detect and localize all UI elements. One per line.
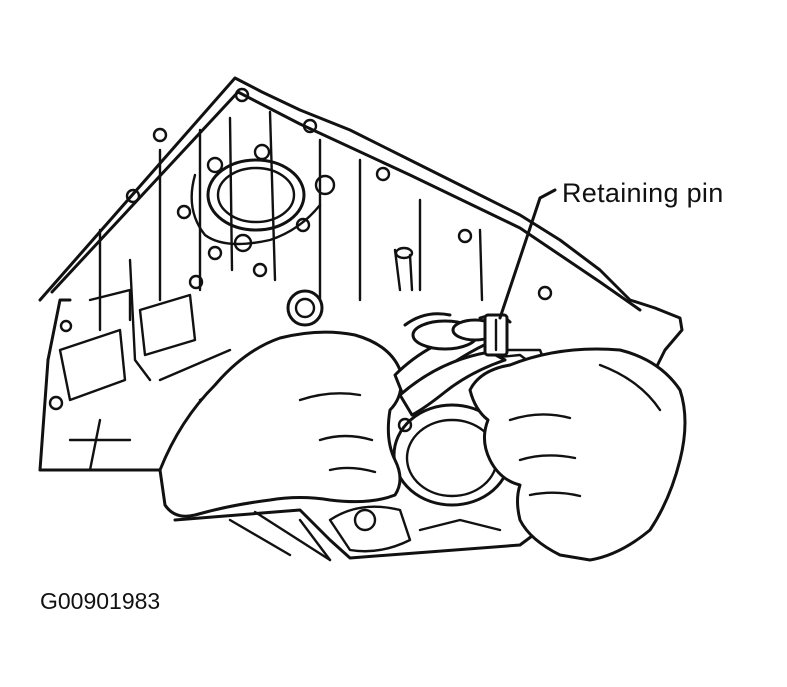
transmission-case <box>38 76 684 562</box>
right-hand <box>468 347 687 562</box>
retaining-pin <box>483 313 509 357</box>
left-hand <box>158 330 403 518</box>
figure-code: G00901983 <box>40 588 161 614</box>
callout-label-retaining-pin: Retaining pin <box>562 178 724 208</box>
callout-leader-line <box>498 188 557 320</box>
